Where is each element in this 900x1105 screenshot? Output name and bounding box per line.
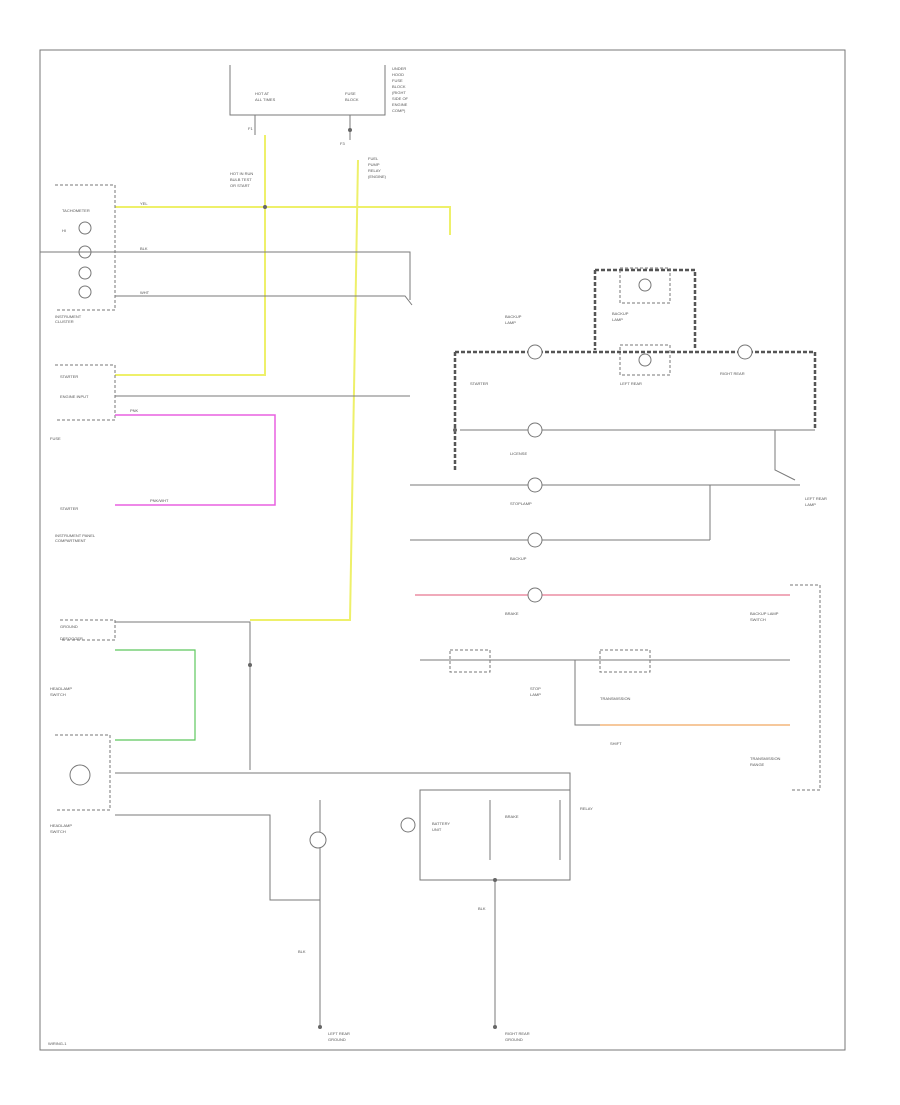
svg-text:HEADLAMP: HEADLAMP <box>50 823 72 828</box>
svg-text:BLOCK: BLOCK <box>345 97 359 102</box>
svg-text:STARTER: STARTER <box>470 381 488 386</box>
svg-text:ENGINE INPUT: ENGINE INPUT <box>60 394 89 399</box>
svg-text:STARTER: STARTER <box>60 506 78 511</box>
svg-text:RIGHT REAR: RIGHT REAR <box>720 371 745 376</box>
svg-text:BACKUP LAMP: BACKUP LAMP <box>750 611 779 616</box>
svg-text:HOT IN RUN: HOT IN RUN <box>230 171 253 176</box>
svg-text:PNK/WHT: PNK/WHT <box>150 498 169 503</box>
mid-switches: STOPLAMP TRANSMISSION SHIFT <box>420 649 790 746</box>
svg-text:SWITCH: SWITCH <box>50 692 66 697</box>
svg-text:WHT: WHT <box>140 290 150 295</box>
junction-dots <box>248 128 497 882</box>
lower-left-block: GROUND DEFOGGER HEADLAMP SWITCH HEADLAMP… <box>50 619 571 901</box>
svg-text:LEFT REAR: LEFT REAR <box>805 496 827 501</box>
svg-text:BLK: BLK <box>478 906 486 911</box>
svg-text:BULB TEST: BULB TEST <box>230 177 252 182</box>
svg-text:LAMP: LAMP <box>505 320 516 325</box>
svg-text:RIGHT REAR: RIGHT REAR <box>505 1031 530 1036</box>
svg-text:SHIFT: SHIFT <box>610 741 622 746</box>
svg-text:LAMP: LAMP <box>805 502 816 507</box>
svg-text:(ENGINE): (ENGINE) <box>368 174 387 179</box>
svg-text:SWITCH: SWITCH <box>50 829 66 834</box>
instrument-cluster: TACHOMETER HI INSTRUMENT CLUSTER YEL BLK… <box>40 184 413 324</box>
svg-text:F1: F1 <box>248 126 253 131</box>
svg-text:COMPARTMENT: COMPARTMENT <box>55 538 87 543</box>
svg-text:BLOCK: BLOCK <box>392 84 406 89</box>
svg-text:STARTER: STARTER <box>60 374 78 379</box>
svg-text:PNK: PNK <box>130 408 139 413</box>
svg-text:LEFT REAR: LEFT REAR <box>328 1031 350 1036</box>
svg-text:PUMP: PUMP <box>368 162 380 167</box>
svg-text:COMP): COMP) <box>392 108 406 113</box>
svg-text:FUSE: FUSE <box>392 78 403 83</box>
svg-text:HOT AT: HOT AT <box>255 91 270 96</box>
ground-legs: BLK BLK LEFT REAR GROUND RIGHT REAR GROUN… <box>249 720 530 1042</box>
svg-text:GROUND: GROUND <box>60 624 78 629</box>
svg-text:ENGINE: ENGINE <box>392 102 408 107</box>
svg-text:FUEL: FUEL <box>368 156 379 161</box>
svg-text:BRAKE: BRAKE <box>505 814 519 819</box>
svg-text:GROUND: GROUND <box>505 1037 523 1042</box>
svg-text:BLK: BLK <box>298 949 306 954</box>
svg-text:FUSE: FUSE <box>345 91 356 96</box>
svg-text:UNIT: UNIT <box>432 827 442 832</box>
svg-text:TACHOMETER: TACHOMETER <box>62 208 90 213</box>
svg-text:UNDER: UNDER <box>392 66 406 71</box>
svg-text:BACKUP: BACKUP <box>505 314 522 319</box>
svg-text:BRAKE: BRAKE <box>505 611 519 616</box>
svg-text:BLK: BLK <box>140 246 148 251</box>
svg-text:STOP: STOP <box>530 686 541 691</box>
svg-text:SIDE OF: SIDE OF <box>392 96 409 101</box>
svg-text:RELAY: RELAY <box>368 168 381 173</box>
svg-text:BACKUP: BACKUP <box>612 311 629 316</box>
yellow-wires <box>115 135 451 621</box>
svg-text:OR START: OR START <box>230 183 250 188</box>
svg-text:STOPLAMP: STOPLAMP <box>510 501 532 506</box>
lamp-bus: LICENSE STOPLAMP BACKUP BRAKE LEFT REARLAM… <box>410 422 827 616</box>
diagram-frame <box>39 49 846 1051</box>
svg-text:TRANSMISSION: TRANSMISSION <box>600 696 631 701</box>
svg-text:TRANSMISSION: TRANSMISSION <box>750 756 781 761</box>
svg-text:ALL TIMES: ALL TIMES <box>255 97 276 102</box>
svg-text:F3: F3 <box>340 141 345 146</box>
svg-text:YEL: YEL <box>140 201 148 206</box>
svg-text:GROUND: GROUND <box>328 1037 346 1042</box>
bottom-relay-block: BATTERY UNIT BRAKE RELAY <box>309 789 593 900</box>
svg-text:INSTRUMENT PANEL: INSTRUMENT PANEL <box>55 533 96 538</box>
svg-text:DEFOGGER: DEFOGGER <box>60 636 83 641</box>
svg-text:LEFT REAR: LEFT REAR <box>620 381 642 386</box>
footer-code: WIRING-1 <box>48 1041 67 1046</box>
svg-text:LAMP: LAMP <box>612 317 623 322</box>
ip-compartment: STARTER ENGINE INPUT FUSE STARTER INSTRU… <box>50 364 410 543</box>
svg-text:HOOD: HOOD <box>392 72 404 77</box>
right-connector <box>790 584 821 791</box>
top-fuse-block: HOT AT ALL TIMES FUSE BLOCK UNDERHOODFUS… <box>229 65 409 146</box>
svg-text:LAMP: LAMP <box>530 692 541 697</box>
svg-text:HI: HI <box>62 228 66 233</box>
svg-text:BACKUP: BACKUP <box>510 556 527 561</box>
svg-text:BATTERY: BATTERY <box>432 821 450 826</box>
svg-text:CLUSTER: CLUSTER <box>55 319 74 324</box>
svg-text:(RIGHT: (RIGHT <box>392 90 406 95</box>
svg-text:RANGE: RANGE <box>750 762 765 767</box>
svg-text:FUSE: FUSE <box>50 436 61 441</box>
svg-text:HEADLAMP: HEADLAMP <box>50 686 72 691</box>
svg-text:SWITCH: SWITCH <box>750 617 766 622</box>
svg-text:RELAY: RELAY <box>580 806 593 811</box>
svg-text:LICENSE: LICENSE <box>510 451 527 456</box>
svg-text:INSTRUMENT: INSTRUMENT <box>55 314 82 319</box>
